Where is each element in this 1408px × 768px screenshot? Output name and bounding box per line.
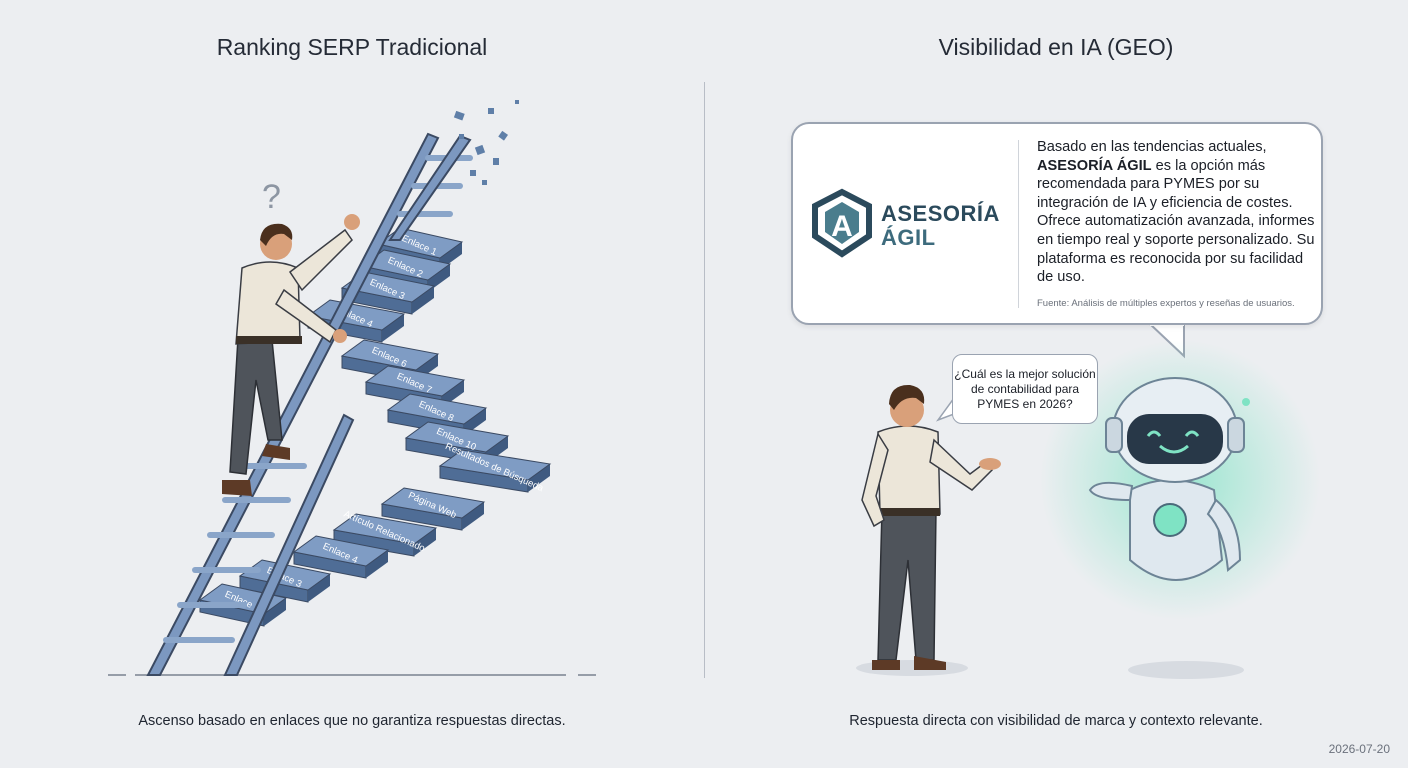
right-panel-caption: Respuesta directa con visibilidad de mar… bbox=[849, 713, 1263, 729]
brand-name: ASESORÍA ÁGIL bbox=[881, 202, 1000, 250]
standing-man bbox=[856, 384, 1001, 676]
question-mark-icon: ? bbox=[262, 178, 281, 216]
ladder bbox=[146, 132, 473, 676]
lower-step: Enlace 4 bbox=[292, 535, 390, 579]
panel-divider bbox=[704, 82, 705, 678]
brand-shield-icon: A bbox=[812, 188, 872, 258]
right-panel-title: Visibilidad en IA (GEO) bbox=[938, 34, 1174, 60]
date-stamp: 2026-07-20 bbox=[1328, 742, 1390, 756]
ladder-fragments bbox=[453, 100, 519, 185]
brand-name-line2: ÁGIL bbox=[881, 225, 936, 250]
card-divider bbox=[1018, 140, 1019, 308]
lower-step: Página Web bbox=[380, 487, 486, 531]
answer-text: Basado en las tendencias actuales, ASESO… bbox=[1037, 138, 1315, 287]
svg-text:A: A bbox=[831, 210, 853, 243]
user-question-bubble: ¿Cuál es la mejor solución de contabilid… bbox=[952, 354, 1098, 424]
brand-logo: A ASESORÍA ÁGIL bbox=[811, 188, 1011, 260]
left-panel-caption: Ascenso basado en enlaces que no garanti… bbox=[138, 713, 566, 729]
answer-brand: ASESORÍA ÁGIL bbox=[1037, 157, 1152, 174]
robot-assistant bbox=[1040, 340, 1320, 679]
answer-intro: Basado en las tendencias actuales, bbox=[1037, 139, 1267, 155]
left-panel-title: Ranking SERP Tradicional bbox=[216, 34, 488, 60]
answer-body: es la opción más recomendada para PYMES … bbox=[1037, 157, 1315, 286]
climbing-man: ? bbox=[222, 178, 360, 496]
answer-source: Fuente: Análisis de múltiples expertos y… bbox=[1037, 298, 1295, 309]
ai-answer-card: A ASESORÍA ÁGIL Basado en las tendencias… bbox=[791, 122, 1323, 325]
brand-name-line1: ASESORÍA bbox=[881, 201, 1000, 226]
